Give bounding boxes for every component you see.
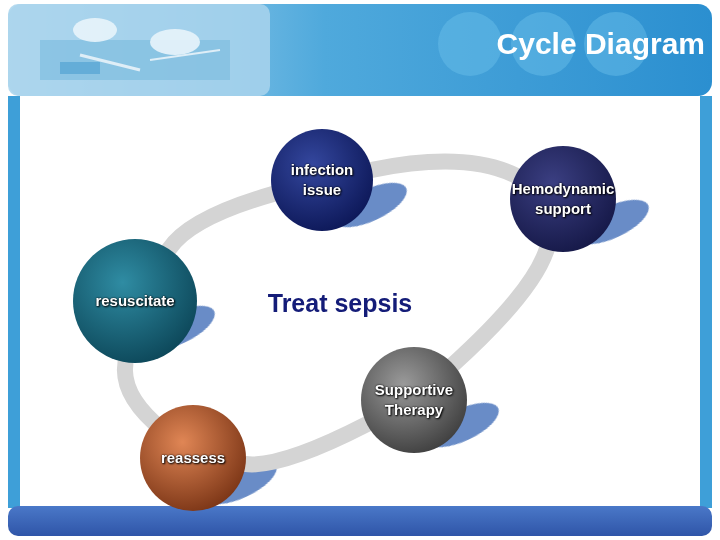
circle-text-box: Hemodynamic support (510, 146, 616, 252)
frame-right (700, 96, 712, 508)
surgery-photo (8, 4, 270, 96)
circle-fill (140, 405, 246, 511)
ring-segment (372, 162, 516, 176)
circle-label: Supportive Therapy (361, 380, 467, 420)
circle-shape (361, 347, 467, 453)
center-label: Treat sepsis (230, 288, 450, 318)
cycle-circle: resuscitate (73, 239, 197, 363)
footer-band (8, 506, 712, 536)
circle-fill (73, 239, 197, 363)
header-disc (438, 12, 502, 76)
cycle-circle: infection issue (271, 129, 373, 231)
circle-label: infection issue (271, 160, 373, 200)
cycle-circle: reassess (140, 405, 246, 511)
circle-label: reassess (161, 448, 225, 468)
circle-shape (271, 129, 373, 231)
circle-label: Hemodynamic support (510, 179, 616, 219)
ring-segment (246, 424, 367, 464)
circle-text-box: resuscitate (73, 239, 197, 363)
frame-left (8, 96, 20, 508)
cycle-circle: Supportive Therapy (361, 347, 467, 453)
header-band (8, 4, 712, 96)
ring-segment (453, 249, 546, 364)
circle-text-box: reassess (140, 405, 246, 511)
circle-shape (510, 146, 616, 252)
ring-segment (125, 362, 154, 422)
circle-fill (361, 347, 467, 453)
slide-title: Cycle Diagram (420, 26, 705, 62)
ring-segment (169, 194, 273, 249)
circle-text-box: Supportive Therapy (361, 347, 467, 453)
cycle-circle: Hemodynamic support (510, 146, 616, 252)
circle-label: resuscitate (95, 291, 174, 311)
circle-text-box: infection issue (271, 129, 373, 231)
circle-fill (271, 129, 373, 231)
circle-fill (510, 146, 616, 252)
